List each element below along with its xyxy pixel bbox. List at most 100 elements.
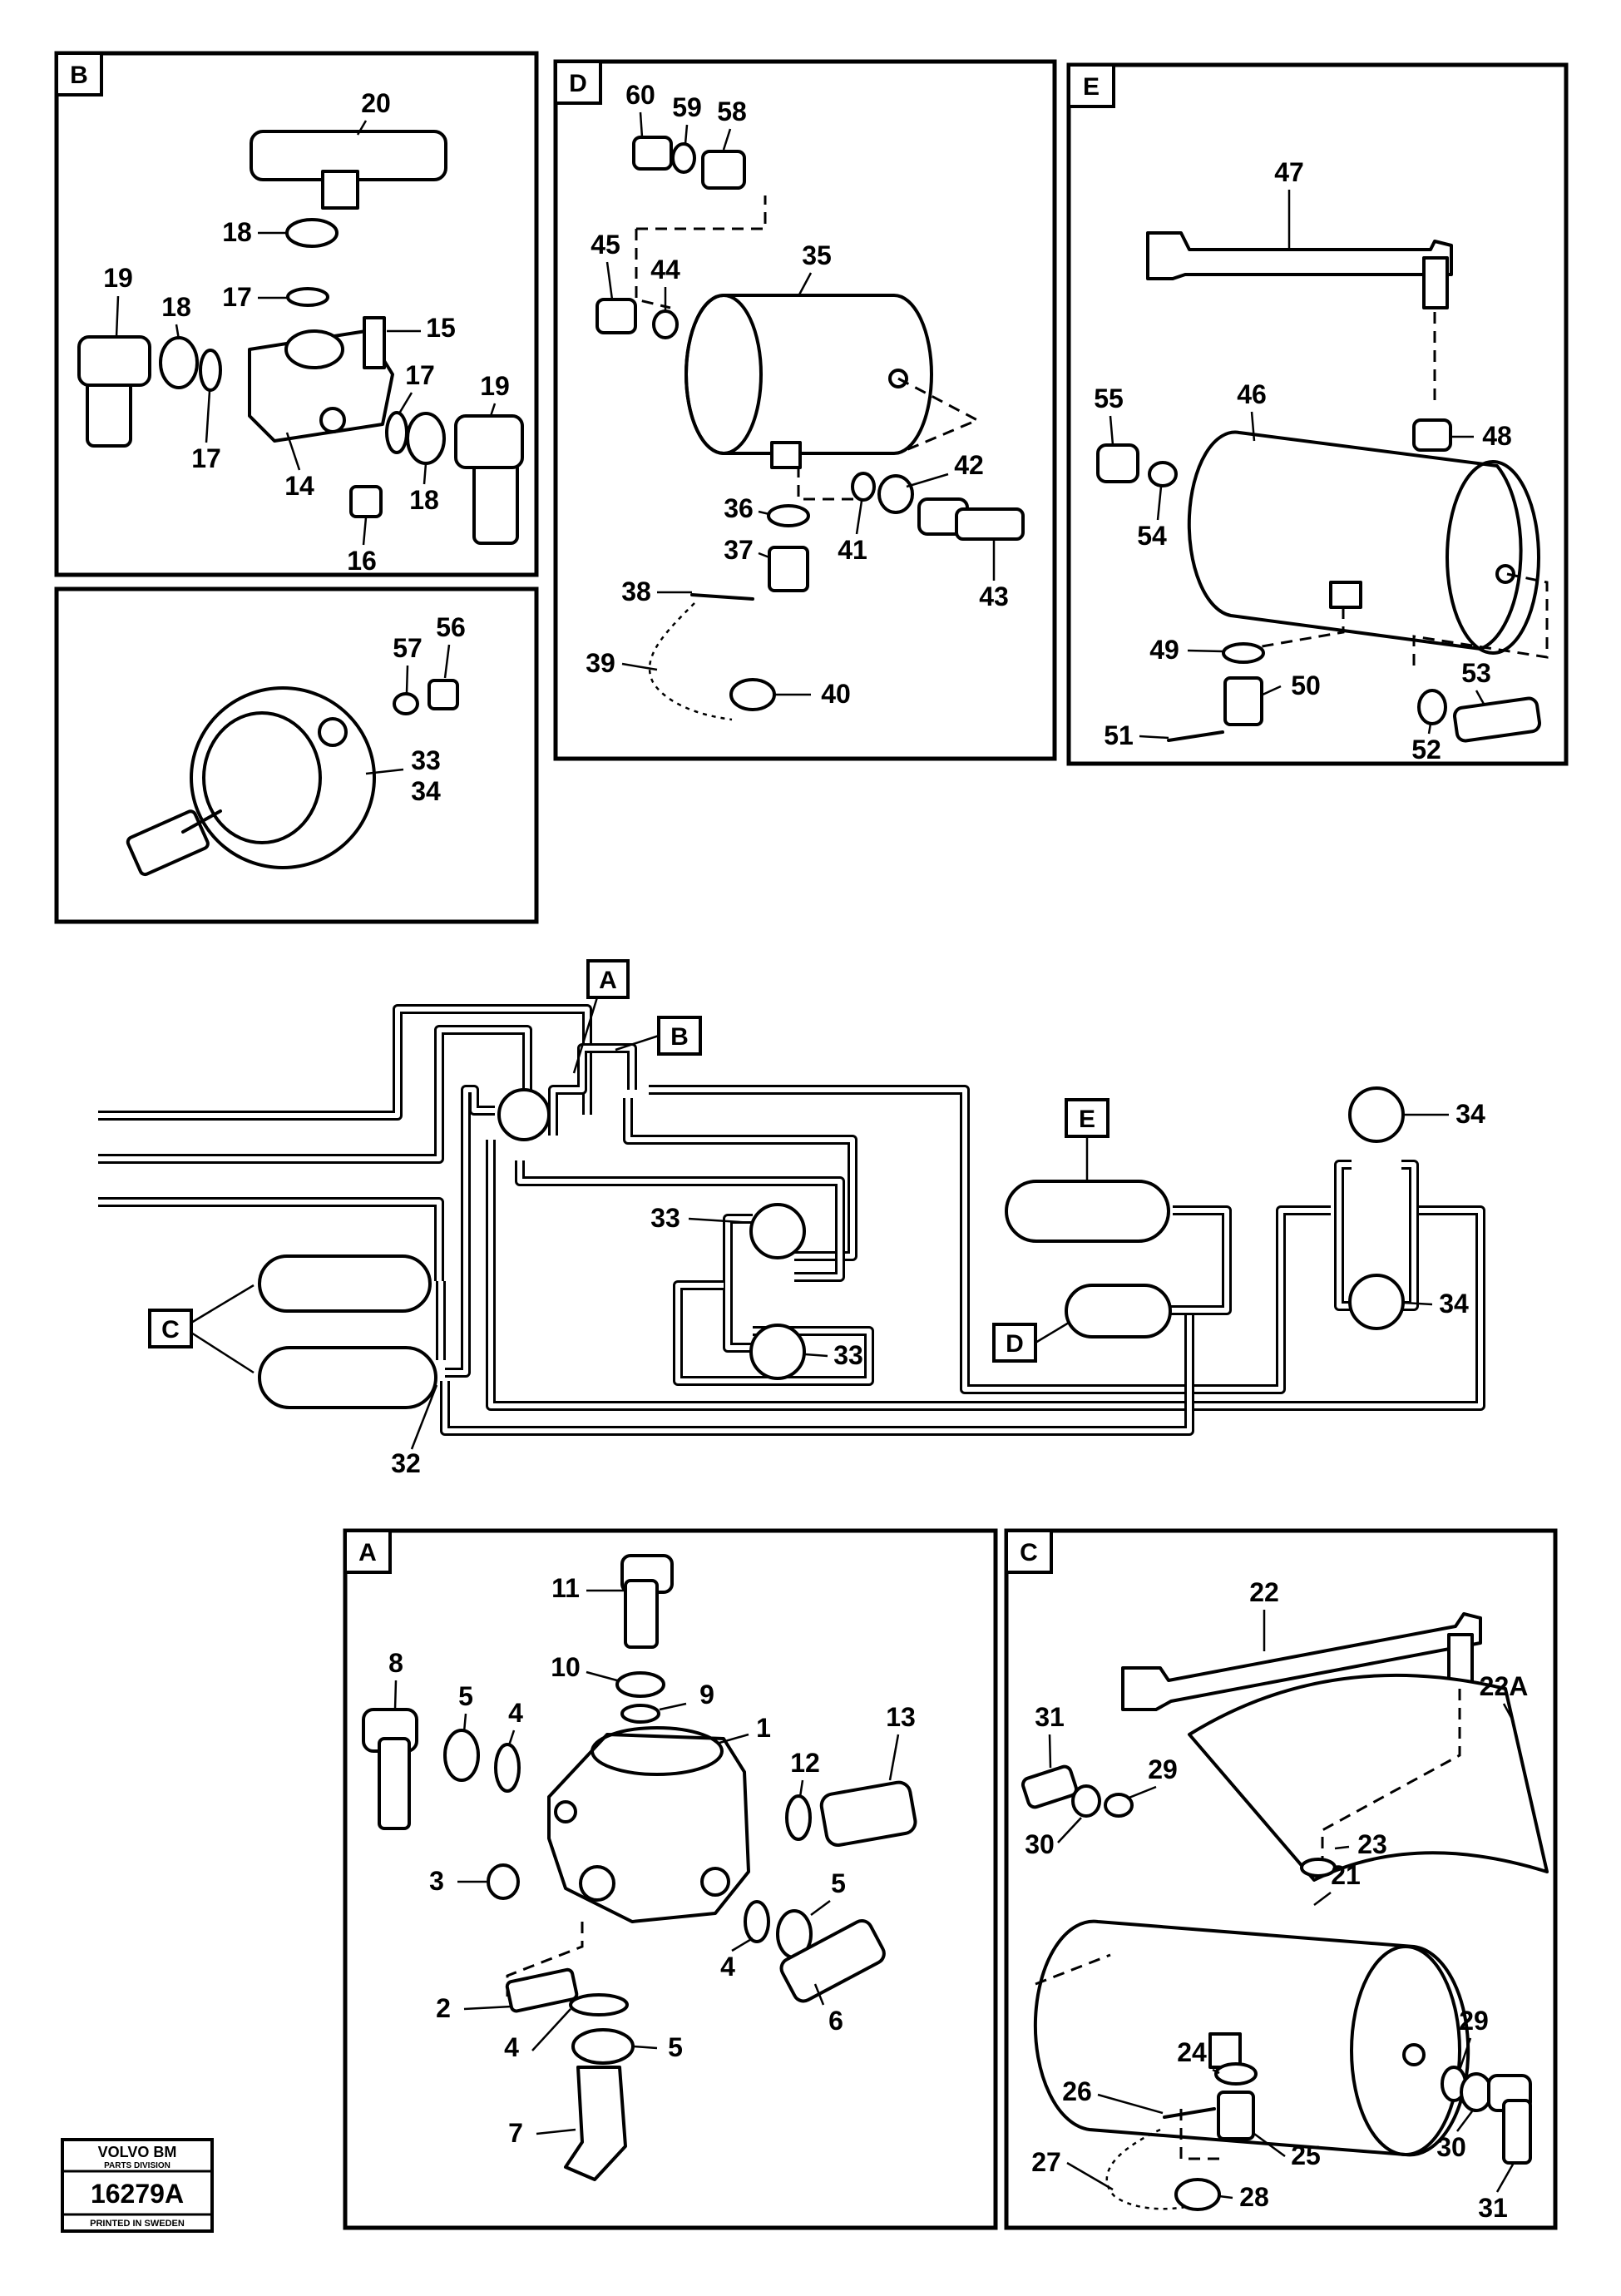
tag-c-box — [148, 1309, 193, 1348]
panel-a: A 11 10 9 — [343, 1528, 998, 2230]
tank-shield — [1188, 1673, 1549, 1882]
bolt — [505, 1967, 579, 2013]
air-tank-e — [1187, 430, 1540, 655]
panel-d: D 60 59 58 — [553, 59, 1057, 761]
washer — [199, 349, 222, 392]
elbow-fitting — [779, 1918, 886, 2003]
callout: 33 — [411, 745, 441, 775]
callout: 23 — [1357, 1829, 1387, 1859]
air-tank-d — [684, 294, 933, 469]
panel-e-tag: E — [1083, 73, 1100, 101]
nut — [1460, 2072, 1493, 2112]
drain-valve — [1217, 2091, 1255, 2140]
callout: 7 — [508, 2118, 523, 2148]
callout: 4 — [504, 2032, 519, 2062]
callout: 45 — [591, 230, 620, 260]
callout: 22 — [1249, 1577, 1279, 1607]
callout: 48 — [1482, 421, 1512, 451]
callout: 57 — [393, 633, 423, 663]
callout: 19 — [480, 371, 510, 401]
washer — [620, 1704, 660, 1724]
volvo-bm-logo-block: VOLVO BM PARTS DIVISION 16279A PRINTED I… — [61, 2138, 214, 2233]
callout: 52 — [1411, 735, 1441, 765]
panel-c: C 22 31 29 22A — [1004, 1528, 1558, 2230]
callout: 9 — [699, 1680, 714, 1710]
callout: 15 — [426, 313, 456, 343]
callout: 21 — [1331, 1860, 1361, 1890]
air-tank-d-layout — [1065, 1284, 1172, 1339]
nut — [349, 485, 383, 518]
callout: 5 — [668, 2032, 683, 2062]
air-tank-e-layout — [1005, 1180, 1170, 1243]
tee-fitting — [250, 130, 447, 210]
layout-tag-c: C — [161, 1316, 180, 1343]
tag-e-box — [1065, 1098, 1109, 1138]
callout: 5 — [831, 1868, 846, 1898]
callout: 2 — [436, 1993, 451, 2023]
layout-tag-a: A — [599, 967, 617, 994]
callout: 31 — [1035, 1702, 1065, 1732]
ring — [729, 678, 776, 711]
nut — [443, 1729, 480, 1782]
callout: 30 — [1436, 2132, 1466, 2162]
washer — [494, 1743, 521, 1793]
callout: 26 — [1062, 2076, 1092, 2106]
callout: 34 — [1439, 1289, 1469, 1319]
panel-e-callouts: 47 46 55 48 54 49 50 51 53 52 — [1094, 157, 1512, 765]
bolt — [1021, 1764, 1079, 1809]
panel-brake-chamber: 57 56 33 34 — [54, 586, 539, 924]
elbow-fitting-d — [917, 497, 1025, 541]
plug — [596, 298, 637, 334]
callout: 24 — [1177, 2037, 1207, 2067]
callout: 41 — [838, 535, 867, 565]
callout: 5 — [458, 1681, 473, 1711]
fitting — [632, 136, 673, 171]
nut — [615, 1671, 665, 1698]
adapter — [819, 1780, 917, 1847]
elbow-fitting-stem — [1502, 2099, 1532, 2165]
air-tank-c-lower-layout — [258, 1346, 437, 1409]
brake-chamber-34-lower — [1348, 1274, 1405, 1330]
angled-fitting — [564, 2066, 627, 2181]
air-tank-c-upper-layout — [258, 1254, 432, 1313]
callout: 42 — [954, 450, 984, 480]
callout: 40 — [821, 679, 851, 709]
callout: 36 — [724, 493, 754, 523]
callout: 17 — [222, 282, 252, 312]
callout: 14 — [284, 471, 314, 501]
callout: 13 — [886, 1702, 916, 1732]
callout: 4 — [508, 1698, 523, 1728]
panel-a-tag: A — [358, 1539, 377, 1566]
washer — [785, 1794, 812, 1841]
layout-tag-b: B — [670, 1023, 689, 1051]
washer — [1104, 1793, 1134, 1818]
fitting — [1452, 696, 1542, 743]
callout: 25 — [1291, 2140, 1321, 2170]
washer — [1148, 461, 1178, 487]
panel-b-callouts: 20 18 17 19 18 15 17 19 17 14 18 16 — [103, 88, 510, 576]
callout: 28 — [1239, 2182, 1269, 2212]
nut — [1412, 418, 1452, 452]
drain-valve — [1223, 676, 1263, 726]
callout: 51 — [1104, 720, 1134, 750]
callout: 30 — [1025, 1829, 1055, 1859]
nut — [487, 1863, 520, 1900]
drain-valve — [768, 546, 809, 592]
washer — [393, 692, 419, 715]
nut — [285, 218, 339, 248]
callout: 49 — [1149, 635, 1179, 665]
washer — [385, 411, 408, 454]
brand-name: VOLVO BM — [98, 2144, 177, 2160]
callout: 18 — [222, 217, 252, 247]
callout: 53 — [1461, 658, 1491, 688]
callout: 35 — [802, 240, 832, 270]
elbow-fitting-stem — [378, 1737, 411, 1830]
callout: 55 — [1094, 383, 1124, 413]
callout: 29 — [1148, 1754, 1178, 1784]
panel-a-callouts: 11 10 9 8 5 4 1 13 12 3 5 4 6 2 — [388, 1573, 916, 2148]
bolt — [363, 316, 386, 369]
callout: 38 — [621, 576, 651, 606]
washer — [744, 1900, 770, 1943]
air-tank-c — [1033, 1919, 1470, 2157]
washer — [1222, 642, 1265, 664]
